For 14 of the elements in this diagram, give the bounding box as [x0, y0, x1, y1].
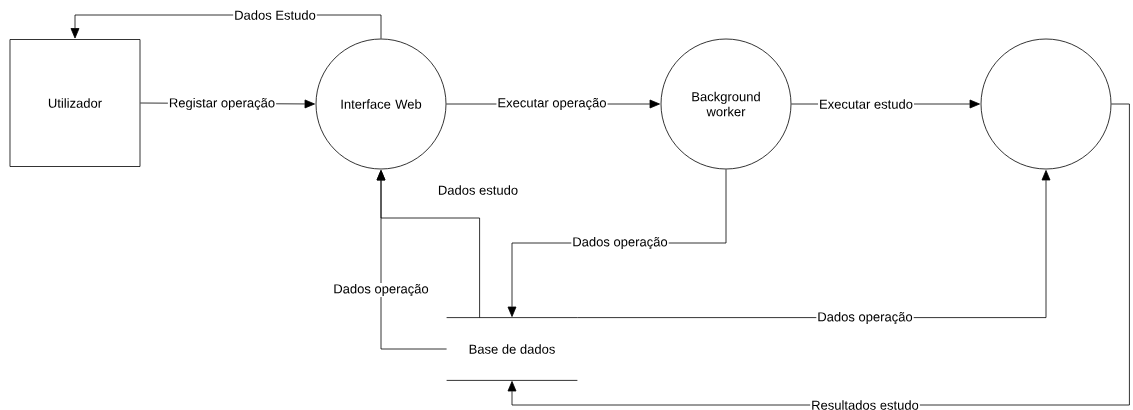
edge-label: Dados operação: [332, 282, 430, 298]
arrow: [507, 103, 1130, 406]
edge-label: Dados operação: [816, 310, 914, 326]
arrow: [376, 170, 447, 350]
edge-label: Executar operação: [496, 96, 608, 112]
edge-label: Resultados estudo: [810, 399, 920, 410]
process-circle: [980, 38, 1112, 170]
edge-label: Dados estudo: [436, 184, 520, 196]
edge-label: Dados operação: [571, 235, 669, 251]
edge-label: Registar operação: [167, 96, 277, 112]
edge-label: Executar estudo: [818, 98, 914, 110]
edge-label: Dados Estudo: [233, 9, 317, 21]
entity-box: Utilizador: [9, 39, 141, 167]
data-store: Base de dados: [446, 317, 578, 381]
